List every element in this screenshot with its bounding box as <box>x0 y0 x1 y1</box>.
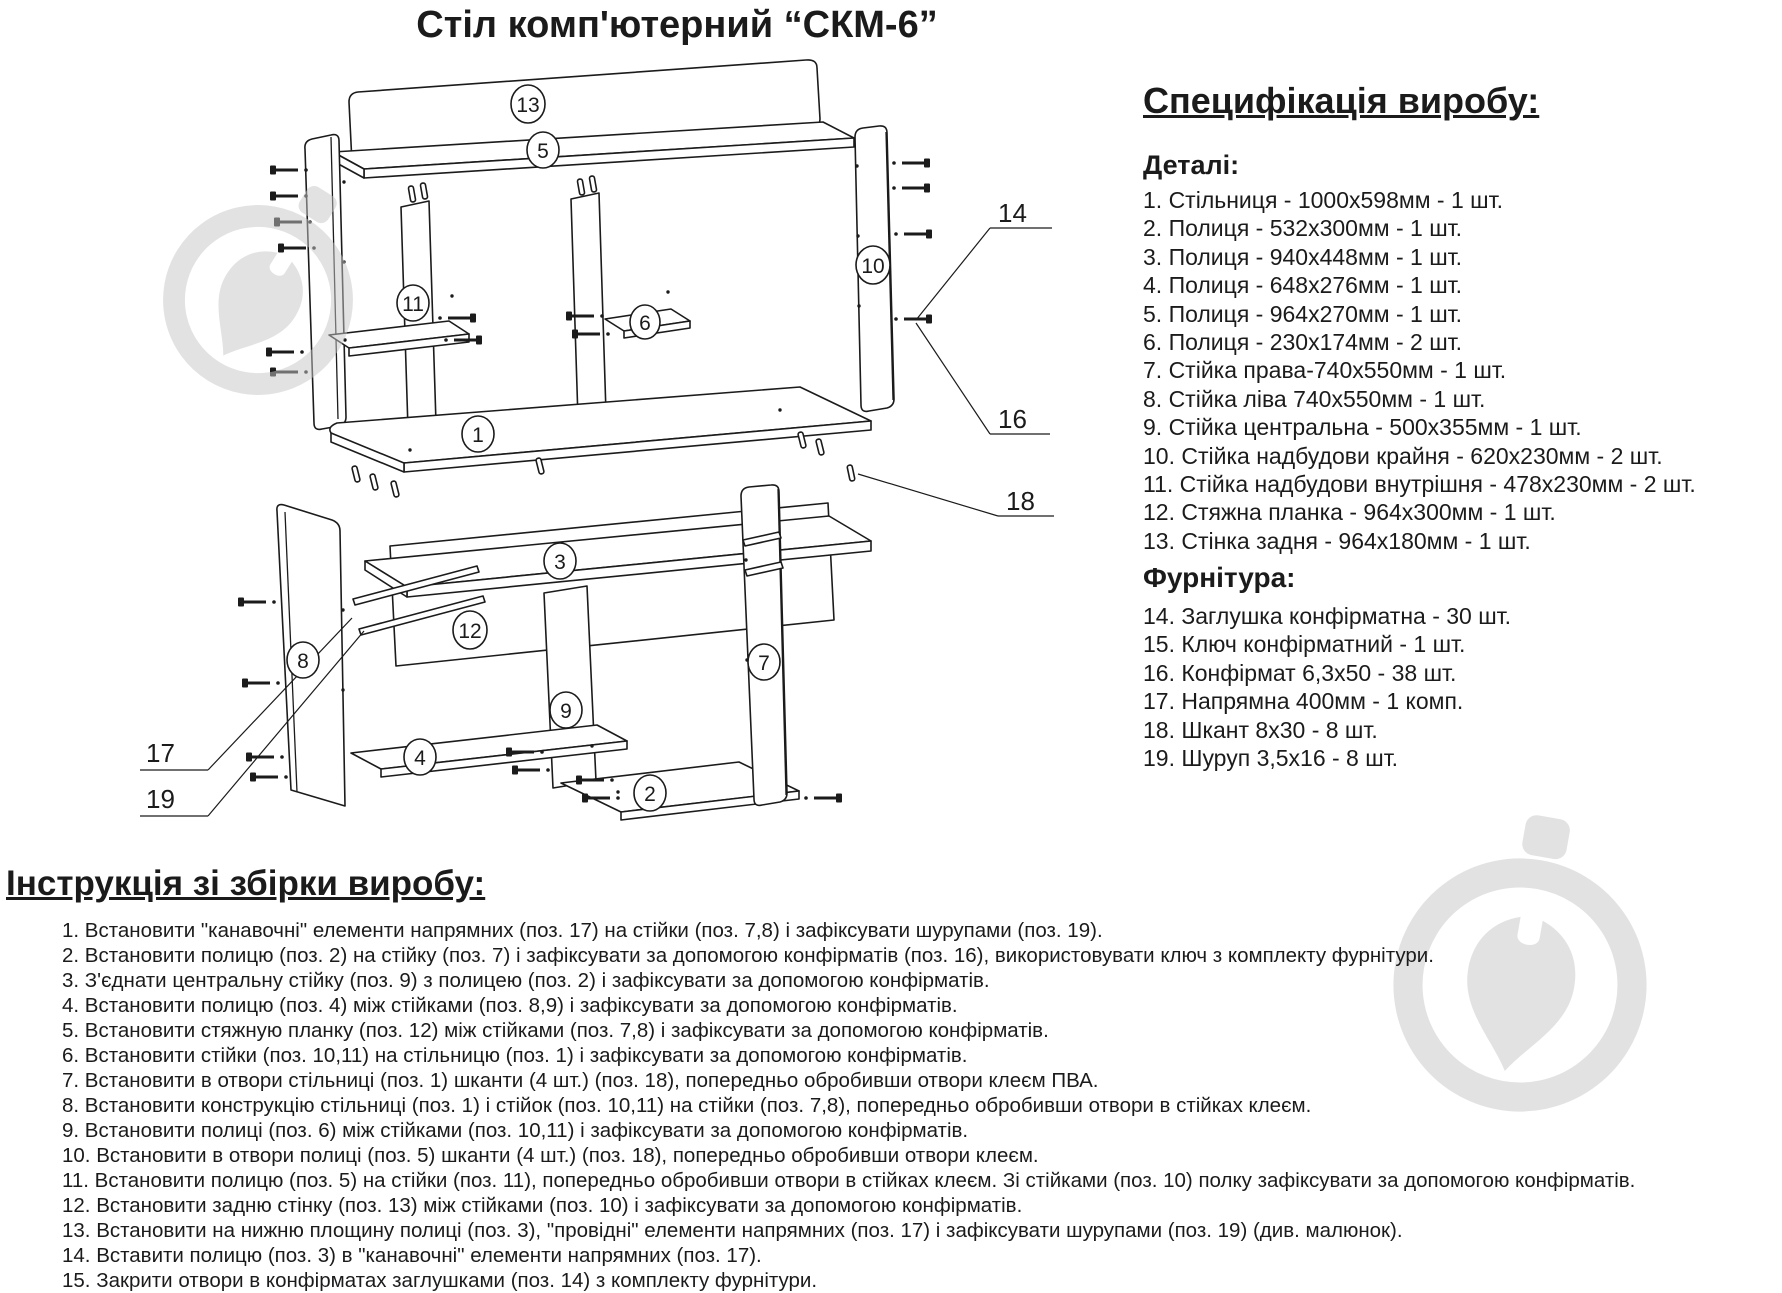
instruction-step: 14. Вставити полицю (поз. 3) в "канавочн… <box>62 1244 762 1267</box>
hardware-list: 14. Заглушка конфірматна - 30 шт. 15. Кл… <box>1143 602 1511 772</box>
spec-item: 18. Шкант 8х30 - 8 шт. <box>1143 716 1378 743</box>
spec-item: 12. Стяжна планка - 964х300мм - 1 шт. <box>1143 499 1556 526</box>
spec-item: 8. Стійка ліва 740х550мм - 1 шт. <box>1143 385 1486 412</box>
exploded-view-diagram: 14 16 18 17 19 13 5 11 10 6 1 3 12 8 9 4… <box>140 59 1054 821</box>
spec-item: 4. Полиця - 648х276мм - 1 шт. <box>1143 272 1463 299</box>
hole-marks <box>341 164 861 794</box>
instruction-step: 9. Встановити полиці (поз. 6) між стійка… <box>62 1119 969 1142</box>
callout-19: 19 <box>146 784 175 814</box>
balloon-6: 6 <box>639 312 651 335</box>
instruction-step: 10. Встановити в отвори полиці (поз. 5) … <box>62 1144 1039 1167</box>
instruction-step: 5. Встановити стяжную планку (поз. 12) м… <box>62 1019 1049 1042</box>
lower-assembly-drawing <box>276 484 872 821</box>
spec-item: 7. Стійка права-740х550мм - 1 шт. <box>1143 357 1507 384</box>
spec-item: 1. Стільниця - 1000х598мм - 1 шт. <box>1143 187 1503 213</box>
instruction-step: 4. Встановити полицю (поз. 4) між стійка… <box>62 994 958 1017</box>
balloon-13: 13 <box>516 94 539 117</box>
balloon-1: 1 <box>472 424 484 447</box>
spec-item: 2. Полиця - 532х300мм - 1 шт. <box>1143 215 1463 242</box>
spec-item: 15. Ключ конфірматний - 1 шт. <box>1143 631 1466 658</box>
spec-item: 5. Полиця - 964х270мм - 1 шт. <box>1143 300 1463 327</box>
balloon-10: 10 <box>861 255 884 278</box>
spec-item: 19. Шуруп 3,5х16 - 8 шт. <box>1143 745 1399 772</box>
upper-assembly-drawing <box>304 59 895 499</box>
specification-heading: Специфікація виробу: <box>1143 80 1540 121</box>
spec-item: 14. Заглушка конфірматна - 30 шт. <box>1143 603 1512 629</box>
callout-labels: 14 16 18 17 19 <box>140 198 1054 817</box>
instruction-step: 1. Встановити "канавочні" елементи напря… <box>62 919 1103 942</box>
balloon-8: 8 <box>297 650 309 673</box>
spec-item: 17. Напрямна 400мм - 1 комп. <box>1143 688 1464 715</box>
balloon-12: 12 <box>458 620 481 643</box>
instruction-step: 12. Встановити задню стінку (поз. 13) мі… <box>62 1194 1023 1217</box>
hardware-heading: Фурнітура: <box>1143 562 1296 593</box>
page-title: Стіл комп'ютерний “СКМ-6” <box>416 4 938 46</box>
balloon-9: 9 <box>560 700 572 723</box>
instruction-step: 15. Закрити отвори в конфірматах заглушк… <box>62 1269 818 1292</box>
instruction-step: 11. Встановити полицю (поз. 5) на стійки… <box>62 1169 1636 1192</box>
spec-item: 13. Стінка задня - 964х180мм - 1 шт. <box>1143 527 1531 554</box>
spec-item: 16. Конфірмат 6,3х50 - 38 шт. <box>1143 659 1457 686</box>
callout-16: 16 <box>998 404 1027 434</box>
details-heading: Деталі: <box>1143 150 1240 180</box>
details-list: 1. Стільниця - 1000х598мм - 1 шт. 2. Пол… <box>1143 186 1696 555</box>
balloon-3: 3 <box>554 551 566 574</box>
instruction-step: 8. Встановити конструкцію стільниці (поз… <box>62 1094 1312 1117</box>
balloon-4: 4 <box>414 747 426 770</box>
callout-18: 18 <box>1006 486 1035 516</box>
instruction-step: 6. Встановити стійки (поз. 10,11) на сті… <box>62 1044 968 1067</box>
spec-item: 10. Стійка надбудови крайня - 620х230мм … <box>1143 442 1663 469</box>
spec-item: 3. Полиця - 940х448мм - 1 шт. <box>1143 243 1463 270</box>
spec-item: 6. Полиця - 230х174мм - 2 шт. <box>1143 329 1463 356</box>
balloon-11: 11 <box>402 293 424 316</box>
instructions-heading: Інструкція зі збірки виробу: <box>6 864 486 903</box>
instruction-step: 7. Встановити в отвори стільниці (поз. 1… <box>62 1069 1099 1092</box>
balloon-5: 5 <box>537 140 549 163</box>
instruction-step: 2. Встановити полицю (поз. 2) на стійку … <box>62 944 1434 967</box>
balloon-2: 2 <box>644 783 656 806</box>
instructions-list: 1. Встановити "канавочні" елементи напря… <box>62 918 1635 1293</box>
instruction-step: 3. З'єднати центральну стійку (поз. 9) з… <box>62 969 990 992</box>
balloon-7: 7 <box>758 652 770 675</box>
spec-item: 9. Стійка центральна - 500х355мм - 1 шт. <box>1143 414 1582 441</box>
callout-14: 14 <box>998 198 1027 228</box>
spec-item: 11. Стійка надбудови внутрішня - 478х230… <box>1143 471 1696 498</box>
callout-17: 17 <box>146 738 175 768</box>
part-balloons: 13 5 11 10 6 1 3 12 8 9 4 2 7 <box>286 84 891 812</box>
instruction-step: 13. Встановити на нижню площину полиці (… <box>62 1219 1403 1242</box>
